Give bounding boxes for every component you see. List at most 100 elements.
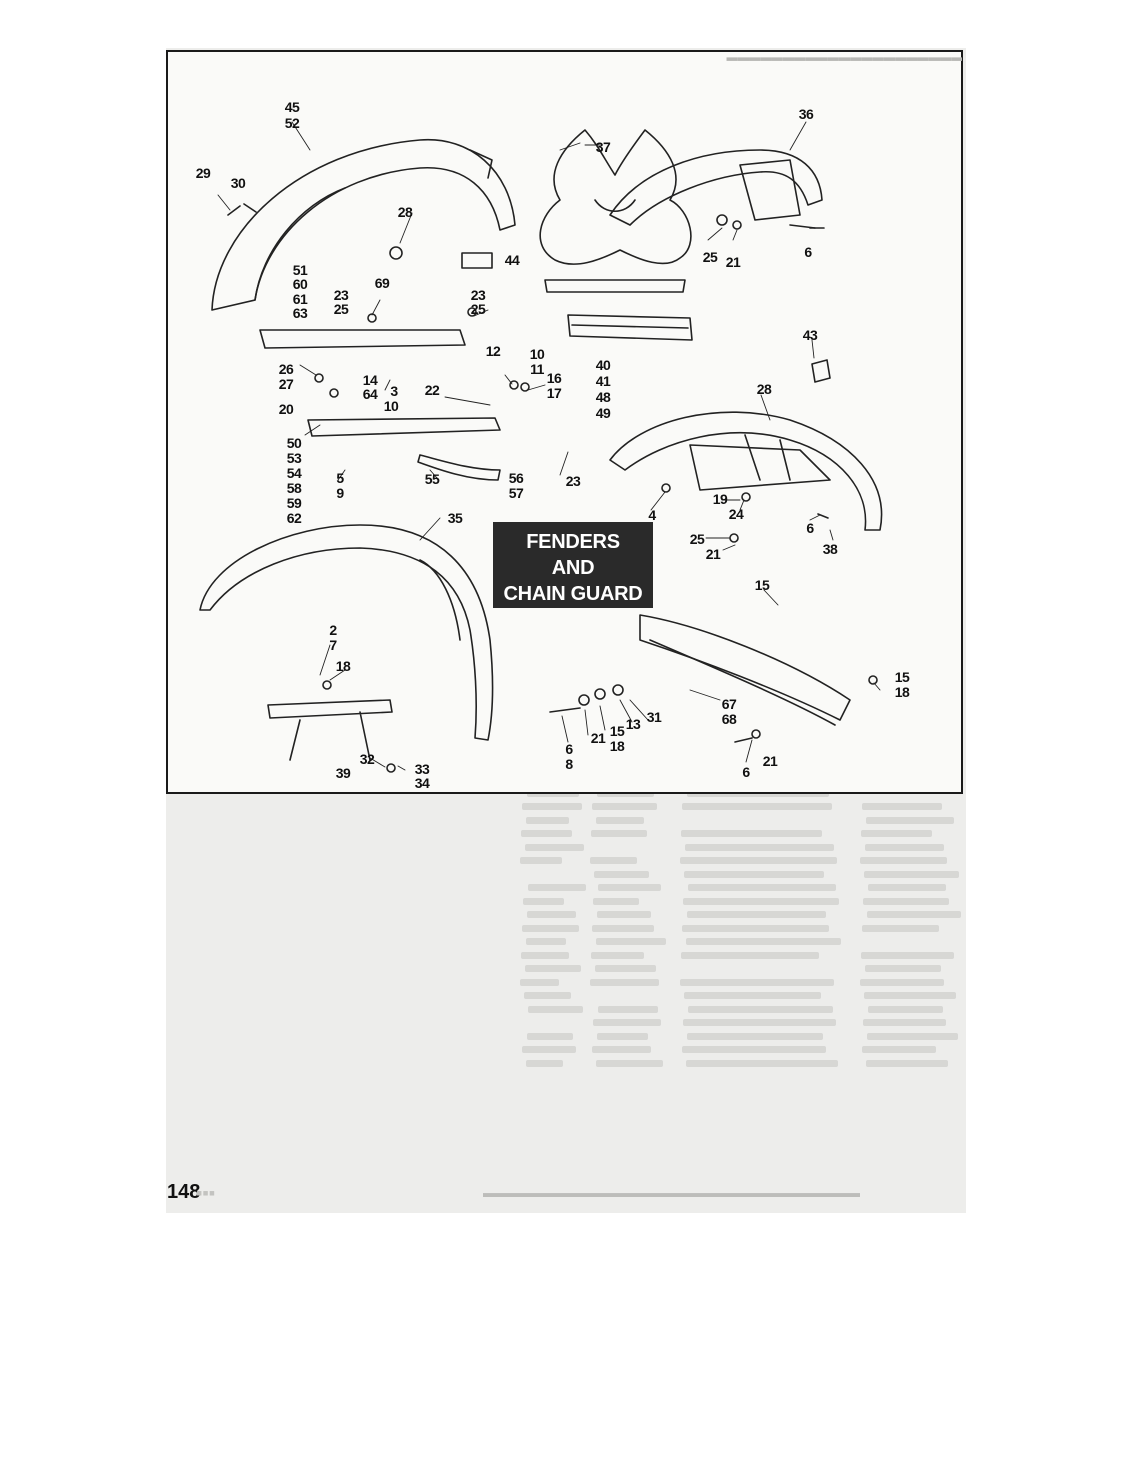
callout-number: 21	[705, 546, 721, 562]
callout-number: 18	[609, 738, 625, 754]
callout-number: 59	[286, 495, 302, 511]
bleed-through-note: ▬▬▬▬▬▬▬▬▬▬▬▬▬▬▬▬▬▬▬▬▬▬▬▬▬▬▬▬▬	[483, 1185, 860, 1197]
bleed-through-row	[682, 803, 832, 810]
callout-number: 37	[595, 139, 611, 155]
bleed-through-row	[681, 951, 819, 959]
callout-number: 5	[336, 470, 344, 486]
callout-number: 39	[335, 765, 351, 781]
section-title-box: FENDERS AND CHAIN GUARD	[493, 522, 653, 608]
callout-number: 56	[508, 470, 524, 486]
bleed-through-row	[591, 951, 644, 959]
callout-number: 10	[383, 398, 399, 414]
chain-guard-drawing	[639, 614, 851, 721]
bleed-through-row	[860, 857, 947, 864]
callout-number: 50	[286, 435, 302, 451]
callout-number: 13	[625, 716, 641, 732]
exploded-diagram-frame	[166, 50, 963, 794]
callout-number: 11	[530, 361, 544, 377]
bleed-through-row	[526, 816, 569, 824]
front-fender-drawing	[199, 524, 494, 741]
callout-number: 61	[292, 291, 308, 307]
bleed-through-row	[862, 924, 939, 932]
callout-number: 23	[333, 287, 349, 303]
bleed-through-row	[521, 830, 572, 837]
callout-number: 6	[804, 244, 812, 260]
callout-number: 23	[565, 473, 581, 489]
callout-number: 43	[802, 327, 818, 343]
callout-number: 51	[292, 262, 308, 278]
bleed-through-row	[868, 1005, 943, 1013]
bleed-through-row	[866, 816, 954, 824]
bleed-through-row	[680, 857, 837, 864]
bleed-through-row	[596, 816, 644, 824]
callout-number: 10	[529, 346, 545, 362]
bleed-through-row	[522, 924, 579, 932]
bleed-through-row	[592, 803, 657, 810]
bleed-through-row	[688, 884, 836, 891]
bleed-through-row	[521, 951, 569, 959]
callout-number: 6	[806, 520, 814, 536]
fender-brace-drawing	[267, 699, 393, 761]
bleed-through-row	[527, 911, 576, 918]
bleed-through-row	[865, 965, 941, 972]
callout-number: 15	[754, 577, 770, 593]
rear-fender-large-drawing	[609, 411, 883, 531]
bleed-through-row	[867, 911, 961, 918]
callout-number: 29	[195, 165, 211, 181]
bleed-through-row	[590, 978, 659, 986]
callout-number: 16	[546, 370, 562, 386]
fender-strut-drawing	[259, 329, 466, 349]
bleed-through-row	[684, 992, 821, 999]
bleed-through-row	[526, 938, 566, 945]
bleed-through-row	[688, 1005, 833, 1013]
bleed-through-row	[681, 830, 822, 837]
callout-number: 63	[292, 305, 308, 321]
bleed-through-row	[683, 897, 839, 905]
bleed-through-row	[863, 1019, 946, 1026]
callout-number: 28	[397, 204, 413, 220]
callout-number: 62	[286, 510, 302, 526]
front-fender-top-drawing	[609, 149, 823, 226]
bleed-through-row	[860, 978, 944, 986]
callout-number: 67	[721, 696, 737, 712]
bleed-through-row	[522, 1046, 576, 1053]
callout-number: 41	[595, 373, 611, 389]
bleed-through-row	[524, 992, 571, 999]
bleed-through-row	[522, 803, 582, 810]
rear-fender-drawing	[211, 138, 516, 311]
callout-number: 28	[756, 381, 772, 397]
bleed-through-row	[592, 1046, 651, 1053]
callout-number: 64	[362, 386, 378, 402]
section-title-line-2: AND	[551, 557, 595, 579]
callout-number: 38	[822, 541, 838, 557]
bleed-through-row	[687, 1032, 823, 1040]
callout-number: 55	[424, 471, 440, 487]
bleed-through-row	[861, 830, 932, 837]
callout-number: 7	[329, 637, 337, 653]
bleed-through-row	[686, 938, 841, 945]
bleed-through-row	[868, 884, 946, 891]
bleed-through-row	[527, 1032, 573, 1040]
bleed-through-row	[862, 803, 942, 810]
bleed-through-row	[525, 965, 581, 972]
bleed-through-row	[864, 992, 956, 999]
callout-number: 15	[894, 669, 910, 685]
callout-number: 3	[390, 383, 398, 399]
callout-number: 26	[278, 361, 294, 377]
callout-number: 25	[689, 531, 705, 547]
bleed-through-row	[528, 1005, 583, 1013]
bleed-through-row	[593, 897, 639, 905]
bleed-through-row	[866, 1059, 948, 1067]
bleed-through-row	[682, 924, 829, 932]
page-number: 148	[167, 1181, 201, 1203]
bleed-through-header: ━━━━━━━━━━━━━━━━━━━━━	[726, 50, 962, 69]
bleed-through-row	[525, 843, 584, 851]
bleed-through-row	[597, 911, 651, 918]
bleed-through-row	[595, 965, 656, 972]
bleed-through-row	[598, 884, 661, 891]
stripe-tape-drawing	[567, 314, 693, 341]
callout-number: 14	[362, 372, 378, 388]
callout-number: 35	[447, 510, 463, 526]
